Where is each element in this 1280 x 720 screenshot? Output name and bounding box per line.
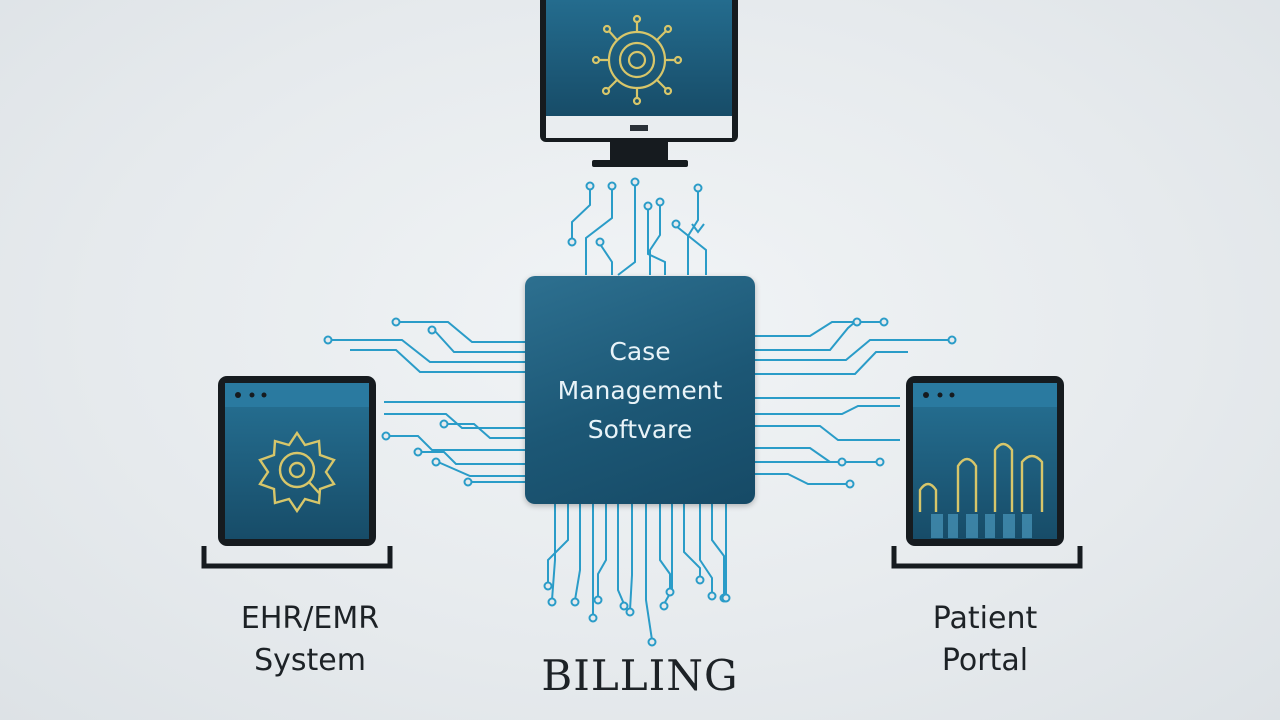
case-management-hub: Case Management Softvare: [525, 276, 755, 504]
hub-label-line-2: Management: [557, 375, 723, 405]
hub-label-line-3: Softvare: [587, 414, 693, 444]
billing-label: BILLING: [541, 651, 739, 700]
portal-label-line-1: Patient: [932, 601, 1038, 636]
portal-label-line-2: Portal: [941, 643, 1029, 678]
connector-lines: [330, 184, 950, 641]
ehr-label-line-2: System: [254, 643, 366, 678]
ehr-label: EHR/EMR System: [190, 598, 430, 682]
bar-chart-icon: [918, 442, 1044, 538]
top-monitor: [540, 0, 738, 167]
connector-nodes: [323, 177, 957, 647]
ehr-label-line-1: EHR/EMR: [240, 601, 380, 636]
gear-search-icon: [258, 430, 336, 514]
circuit-target-icon: [591, 14, 683, 106]
ehr-device: [201, 376, 393, 569]
portal-label: Patient Portal: [860, 598, 1110, 682]
portal-device: [891, 376, 1083, 569]
hub-label-line-1: Case: [609, 336, 671, 366]
